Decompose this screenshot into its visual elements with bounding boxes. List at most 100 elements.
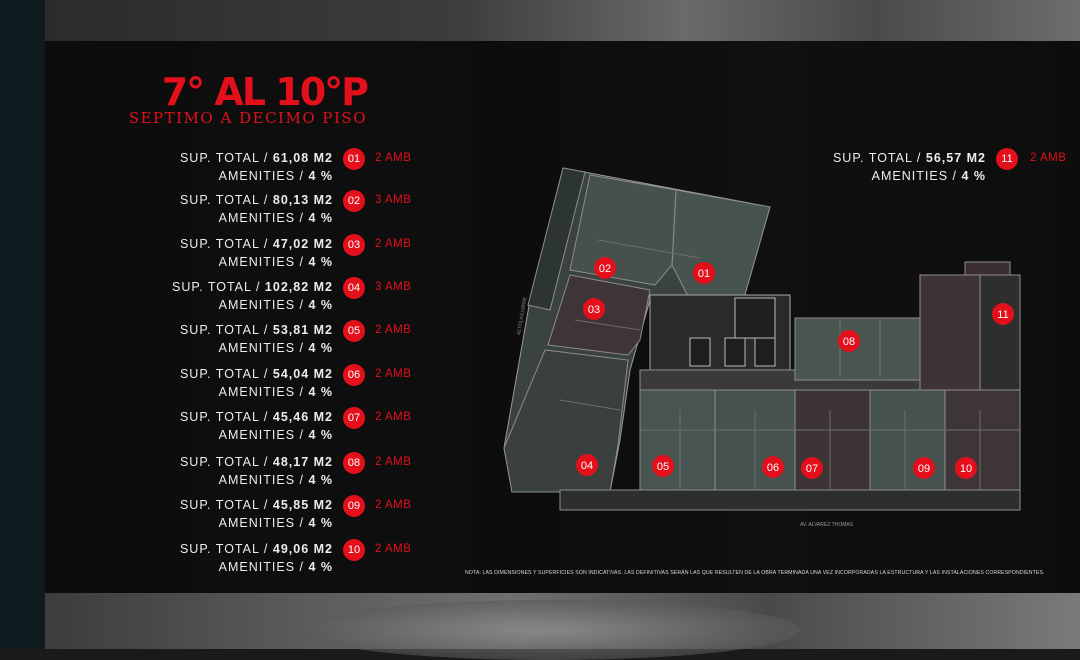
plan-badge-11[interactable] [992,303,1014,325]
unit-surface-prefix: SUP. TOTAL / [172,280,265,294]
unit-surface-value: 45,46 M2 [272,410,333,424]
plan-badge-05[interactable] [652,455,674,477]
unit-amenities-line: AMENITIES / 4 % [219,341,333,355]
unit-amenities-line: AMENITIES / 4 % [872,169,986,183]
unit-number-badge[interactable]: 02 [343,190,365,212]
plan-unit-01 [671,189,771,306]
unit-rooms-label: 2 AMB [375,238,412,250]
plan-badge-07[interactable] [801,457,823,479]
unit-surface-prefix: SUP. TOTAL / [179,323,273,337]
plan-stair [734,297,776,339]
unit-amenities-line: AMENITIES / 4 % [219,385,333,399]
floor-plan-drawing [503,167,1021,511]
floor-subtitle: SEPTIMO A DECIMO PISO [128,109,367,127]
unit-number-badge[interactable]: 04 [343,277,365,299]
unit-surface-line: SUP. TOTAL / 45,46 M2 [180,410,333,424]
unit-surface-line: SUP. TOTAL / 48,17 M2 [180,455,333,469]
unit-amenities-value: 4 % [308,516,333,530]
unit-surface-value: 102,82 M2 [264,280,333,294]
unit-amenities-value: 4 % [308,341,333,355]
unit-surface-prefix: SUP. TOTAL / [179,151,273,165]
plan-badge-03[interactable] [583,298,605,320]
unit-surface-prefix: SUP. TOTAL / [179,193,273,207]
unit-surface-prefix: SUP. TOTAL / [832,151,926,165]
plan-badge-08[interactable] [838,330,860,352]
unit-surface-line: SUP. TOTAL / 49,06 M2 [180,542,333,556]
unit-rooms-label: 2 AMB [375,499,412,511]
plan-unit-10 [944,389,1021,491]
plan-badge-label-11: 11 [997,309,1008,321]
unit-amenities-value: 4 % [308,211,333,225]
unit-number-badge[interactable]: 08 [343,452,365,474]
unit-surface-value: 48,17 M2 [272,455,333,469]
plan-badge-label-08: 08 [843,336,855,348]
unit-number-badge[interactable]: 03 [343,234,365,256]
unit-surface-value: 61,08 M2 [272,151,333,165]
unit-entry-11: SUP. TOTAL / 56,57 M2 AMENITIES / 4 % [0,151,986,191]
unit-rooms-label: 2 AMB [375,543,412,555]
unit-surface-line: SUP. TOTAL / 80,13 M2 [180,193,333,207]
unit-surface-line: SUP. TOTAL / 45,85 M2 [180,498,333,512]
plan-badge-label-05: 05 [657,461,669,473]
unit-number-badge[interactable]: 11 [996,148,1018,170]
plan-terrace-west [527,167,586,311]
unit-amenities-prefix: AMENITIES / [871,169,962,183]
plan-unit-08 [794,317,921,381]
left-edge-strip [0,0,45,649]
unit-amenities-line: AMENITIES / 4 % [219,473,333,487]
plan-badge-09[interactable] [913,457,935,479]
unit-surface-line: SUP. TOTAL / 47,02 M2 [180,237,333,251]
plan-badge-02[interactable] [594,257,616,279]
unit-surface-prefix: SUP. TOTAL / [179,498,273,512]
unit-rooms-label: 2 AMB [375,324,412,336]
unit-number-badge[interactable]: 01 [343,148,365,170]
unit-amenities-line: AMENITIES / 4 % [219,516,333,530]
plan-elevator-1 [689,337,711,367]
unit-entry-05: SUP. TOTAL / 53,81 M2 AMENITIES / 4 % [0,323,333,363]
unit-surface-prefix: SUP. TOTAL / [179,542,273,556]
unit-rooms-label: 2 AMB [375,152,412,164]
unit-surface-value: 56,57 M2 [925,151,986,165]
unit-amenities-prefix: AMENITIES / [218,473,309,487]
plan-badge-01[interactable] [693,262,715,284]
plan-unit-09 [869,389,946,491]
plan-unit-05 [639,389,716,491]
plan-badge-label-10: 10 [960,463,972,475]
unit-number-badge[interactable]: 09 [343,495,365,517]
unit-surface-value: 53,81 M2 [272,323,333,337]
unit-number-badge[interactable]: 07 [343,407,365,429]
unit-surface-value: 54,04 M2 [272,367,333,381]
unit-surface-line: SUP. TOTAL / 102,82 M2 [172,280,333,294]
unit-amenities-value: 4 % [308,169,333,183]
unit-entry-09: SUP. TOTAL / 45,85 M2 AMENITIES / 4 % [0,498,333,538]
plan-badge-label-02: 02 [599,263,611,275]
unit-amenities-prefix: AMENITIES / [218,428,309,442]
unit-surface-line: SUP. TOTAL / 61,08 M2 [180,151,333,165]
unit-amenities-line: AMENITIES / 4 % [219,255,333,269]
unit-amenities-prefix: AMENITIES / [218,560,309,574]
unit-amenities-line: AMENITIES / 4 % [219,560,333,574]
plan-badge-10[interactable] [955,457,977,479]
plan-badge-label-03: 03 [588,304,600,316]
plan-badge-label-06: 06 [767,462,779,474]
plan-badge-06[interactable] [762,456,784,478]
plan-elevator-3 [754,337,776,367]
unit-amenities-value: 4 % [308,385,333,399]
unit-number-badge[interactable]: 05 [343,320,365,342]
plan-badge-04[interactable] [576,454,598,476]
unit-surface-value: 80,13 M2 [272,193,333,207]
background-photo-top [45,0,1080,41]
unit-amenities-value: 4 % [308,255,333,269]
unit-number-badge[interactable]: 10 [343,539,365,561]
unit-amenities-value: 4 % [308,298,333,312]
unit-surface-prefix: SUP. TOTAL / [179,455,273,469]
unit-number-badge[interactable]: 06 [343,364,365,386]
unit-amenities-prefix: AMENITIES / [218,516,309,530]
plan-badge-label-07: 07 [806,463,818,475]
